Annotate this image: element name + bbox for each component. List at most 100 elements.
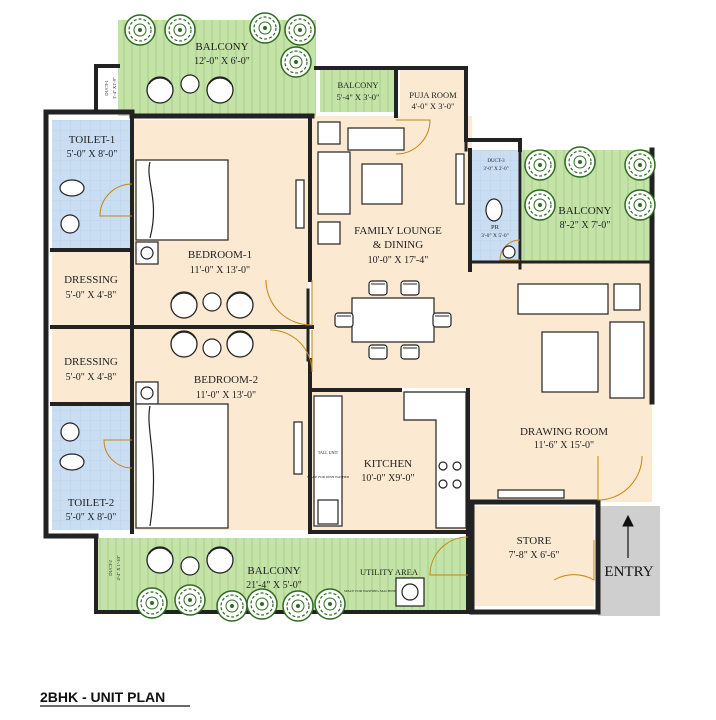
dining-chair-icon — [368, 280, 388, 296]
sink-icon — [317, 499, 339, 525]
walls — [43, 64, 655, 615]
furniture — [59, 74, 645, 607]
tree-icon — [124, 14, 156, 46]
side-table-icon — [317, 121, 341, 145]
basin-icon — [60, 422, 80, 442]
dressing2-name: DRESSING — [64, 356, 118, 368]
sofa-icon — [609, 321, 645, 399]
burner-icon — [452, 461, 462, 471]
dish-washer-label: SPACE FOR DISH WASHER — [307, 475, 350, 479]
tree-icon — [136, 587, 168, 619]
lamp-icon — [140, 386, 154, 400]
table-icon — [202, 292, 222, 312]
table-icon — [180, 74, 200, 94]
bedroom1-name: BEDROOM-1 — [188, 249, 252, 261]
chair-icon — [206, 546, 234, 574]
store-size: 7'-8" X 6'-6" — [509, 550, 560, 561]
chair-icon — [170, 291, 198, 319]
balcony-small-size: 5'-4" X 3'-0" — [336, 92, 379, 102]
chair-icon — [226, 330, 254, 358]
tree-icon — [174, 584, 206, 616]
entry-arrow-icon — [622, 514, 634, 558]
burner-icon — [438, 461, 448, 471]
toilet2-name: TOILET-2 — [68, 497, 114, 509]
duct3-size: 3'-0" X 2'-0" — [483, 167, 508, 172]
burner-icon — [452, 479, 462, 489]
chair-icon — [226, 291, 254, 319]
table-icon — [202, 338, 222, 358]
bedroom2-name: BEDROOM-2 — [194, 374, 258, 386]
bed-sheet — [148, 405, 155, 527]
dressing1-size: 5'-0" X 4'-8" — [66, 290, 117, 301]
sofa-icon — [347, 127, 405, 151]
utility-name: UTILITY AREA — [360, 567, 419, 577]
basin-icon — [60, 214, 80, 234]
burner-icon — [438, 479, 448, 489]
side-table-icon — [317, 221, 341, 245]
family-name-line1: FAMILY LOUNGE — [354, 225, 442, 237]
toilet1-size: 5'-0" X 8'-0" — [67, 149, 118, 160]
bedroom2-size: 11'-0" X 13'-0" — [196, 390, 256, 401]
tree-icon — [249, 12, 281, 44]
duct3-name: DUCT-3 — [487, 159, 505, 164]
wc-icon — [59, 453, 85, 471]
pr-size: 3'-0" X 5'-0" — [481, 233, 509, 239]
family-size: 10'-0" X 17'-4" — [368, 255, 429, 266]
chair-icon — [170, 330, 198, 358]
kitchen-name: KITCHEN — [364, 458, 412, 470]
labels: BALCONY 12'-0" X 6'-0" BALCONY 5'-4" X 3… — [40, 41, 654, 707]
chair-icon — [146, 546, 174, 574]
balcony-small-name: BALCONY — [337, 80, 378, 90]
coffee-table-icon — [541, 331, 599, 393]
tree-icon — [564, 146, 596, 178]
family-name-line2: & DINING — [373, 239, 423, 251]
dining-table-icon — [351, 297, 435, 343]
dressing2-size: 5'-0" X 4'-8" — [66, 372, 117, 383]
sofa-icon — [317, 151, 351, 215]
lamp-icon — [140, 246, 154, 260]
tree-icon — [314, 588, 346, 620]
dining-chair-icon — [334, 312, 354, 328]
coffee-table-icon — [361, 163, 403, 205]
side-table-icon — [613, 283, 641, 311]
washing-drum-icon — [401, 583, 419, 601]
balcony-bottom-name: BALCONY — [247, 565, 300, 577]
tree-icon — [524, 189, 556, 221]
wc-icon — [59, 179, 85, 197]
tree-icon — [246, 588, 278, 620]
drawing-size: 11'-6" X 15'-0" — [534, 440, 594, 451]
tree-icon — [524, 149, 556, 181]
dressing1-floor — [52, 252, 132, 325]
balcony-right-size: 8'-2" X 7'-0" — [560, 220, 611, 231]
table-icon — [180, 556, 200, 576]
toilet2-size: 5'-0" X 8'-0" — [66, 512, 117, 523]
toilet1-name: TOILET-1 — [69, 134, 115, 146]
kitchen-counter — [403, 391, 467, 529]
washing-machine-label: SPACE FOR WASHING MACHINE — [344, 589, 396, 593]
sofa-icon — [517, 283, 609, 315]
chair-icon — [146, 76, 174, 104]
puja-name: PUJA ROOM — [409, 90, 457, 100]
basin-icon — [502, 245, 516, 259]
balcony-top-size: 12'-0" X 6'-0" — [194, 56, 250, 67]
plan-title: 2BHK - UNIT PLAN — [40, 689, 165, 705]
puja-size: 4'-0" X 3'-0" — [411, 101, 454, 111]
wardrobe-icon — [293, 421, 303, 475]
wc-icon — [485, 198, 503, 222]
bed-sheet — [148, 161, 155, 239]
pr-name: PR — [491, 224, 500, 231]
dining-chair-icon — [400, 344, 420, 360]
dressing1-name: DRESSING — [64, 274, 118, 286]
tree-icon — [164, 14, 196, 46]
tree-icon — [624, 189, 656, 221]
dressing2-floor — [52, 329, 132, 402]
duct1-size: 3'-4" X1'-9" — [112, 77, 117, 99]
duct2-size: 4'-4" X 1'-10" — [116, 555, 121, 580]
tall-unit-label: TALL UNIT — [318, 450, 339, 455]
kitchen-size: 10'-0" X9'-0" — [361, 473, 414, 484]
chair-icon — [206, 76, 234, 104]
tree-icon — [280, 46, 312, 78]
store-name: STORE — [517, 535, 552, 547]
balcony-top-name: BALCONY — [195, 41, 248, 53]
